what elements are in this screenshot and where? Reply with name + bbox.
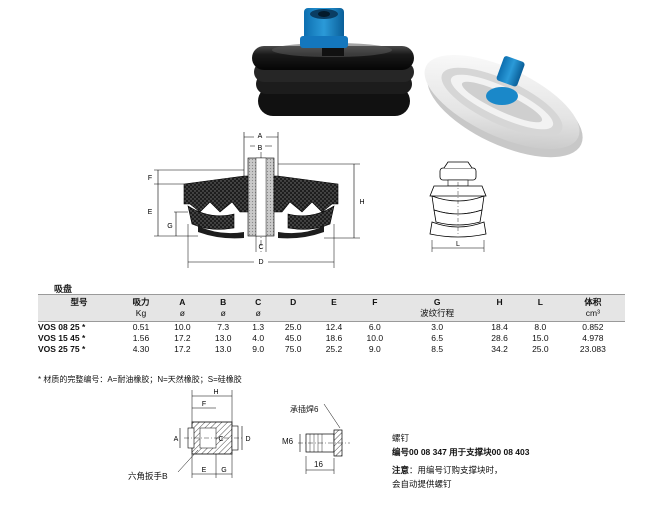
col-E: E xyxy=(313,294,355,322)
dim-H-label: H xyxy=(359,199,364,206)
note-line-2: 会自动提供螺钉 xyxy=(392,479,452,489)
note-line-1: 注意：用编号订购支撑块时， xyxy=(392,465,503,475)
col-D: D xyxy=(272,294,314,322)
dim-D-label: D xyxy=(258,259,263,266)
screw-drawing xyxy=(298,403,350,474)
material-footnote: * 材质的完整编号：A=耐油橡胶；N=天然橡胶；S=硅橡胶 xyxy=(38,375,242,384)
table-row: VOS 15 45 * 1.56 17.2 13.0 4.0 45.0 18.6… xyxy=(38,333,604,343)
col-F: F xyxy=(354,294,396,322)
block-dim-D: D xyxy=(245,436,250,443)
product-photo xyxy=(252,8,583,158)
hex-wrench-label: 六角扳手B xyxy=(128,471,168,481)
dim-B-label: B xyxy=(258,145,263,152)
screw-title: 螺钉 xyxy=(392,433,410,443)
block-dim-E: E xyxy=(202,467,207,474)
black-suction-cup xyxy=(252,8,414,116)
weld-label: 承插焊6 xyxy=(290,405,319,414)
block-dim-C: C xyxy=(218,436,223,443)
dim-C-label: C xyxy=(258,244,263,251)
white-suction-cup xyxy=(424,54,583,158)
cross-section-drawing: A B F E G H C D xyxy=(148,130,365,268)
block-dim-F: F xyxy=(202,401,206,408)
dim-A-label: A xyxy=(258,133,263,140)
side-view-drawing: L xyxy=(429,161,487,252)
m6-label: M6 xyxy=(282,437,294,446)
dim-16-label: 16 xyxy=(314,460,323,469)
note-prefix: 注意 xyxy=(392,465,410,475)
col-model: 型号 xyxy=(38,294,120,322)
dim-L-label: L xyxy=(456,241,460,248)
section-title: 吸盘 xyxy=(54,284,73,294)
dim-G-label: G xyxy=(167,223,172,230)
block-dim-G: G xyxy=(221,467,226,474)
support-block-drawing: H F A D C E G xyxy=(174,389,251,478)
screw-code-line: 编号00 08 347 用于支撑块00 08 403 xyxy=(392,447,530,457)
col-L: L xyxy=(519,294,561,322)
dim-E-label: E xyxy=(148,209,153,216)
dim-F-label: F xyxy=(148,175,152,182)
table-row: VOS 25 75 * 4.30 17.2 13.0 9.0 75.0 25.2… xyxy=(38,344,606,354)
col-H: H xyxy=(479,294,520,322)
table-row: VOS 08 25 * 0.51 10.0 7.3 1.3 25.0 12.4 … xyxy=(38,322,604,332)
block-dim-A: A xyxy=(174,436,179,443)
block-dim-H: H xyxy=(213,389,218,396)
